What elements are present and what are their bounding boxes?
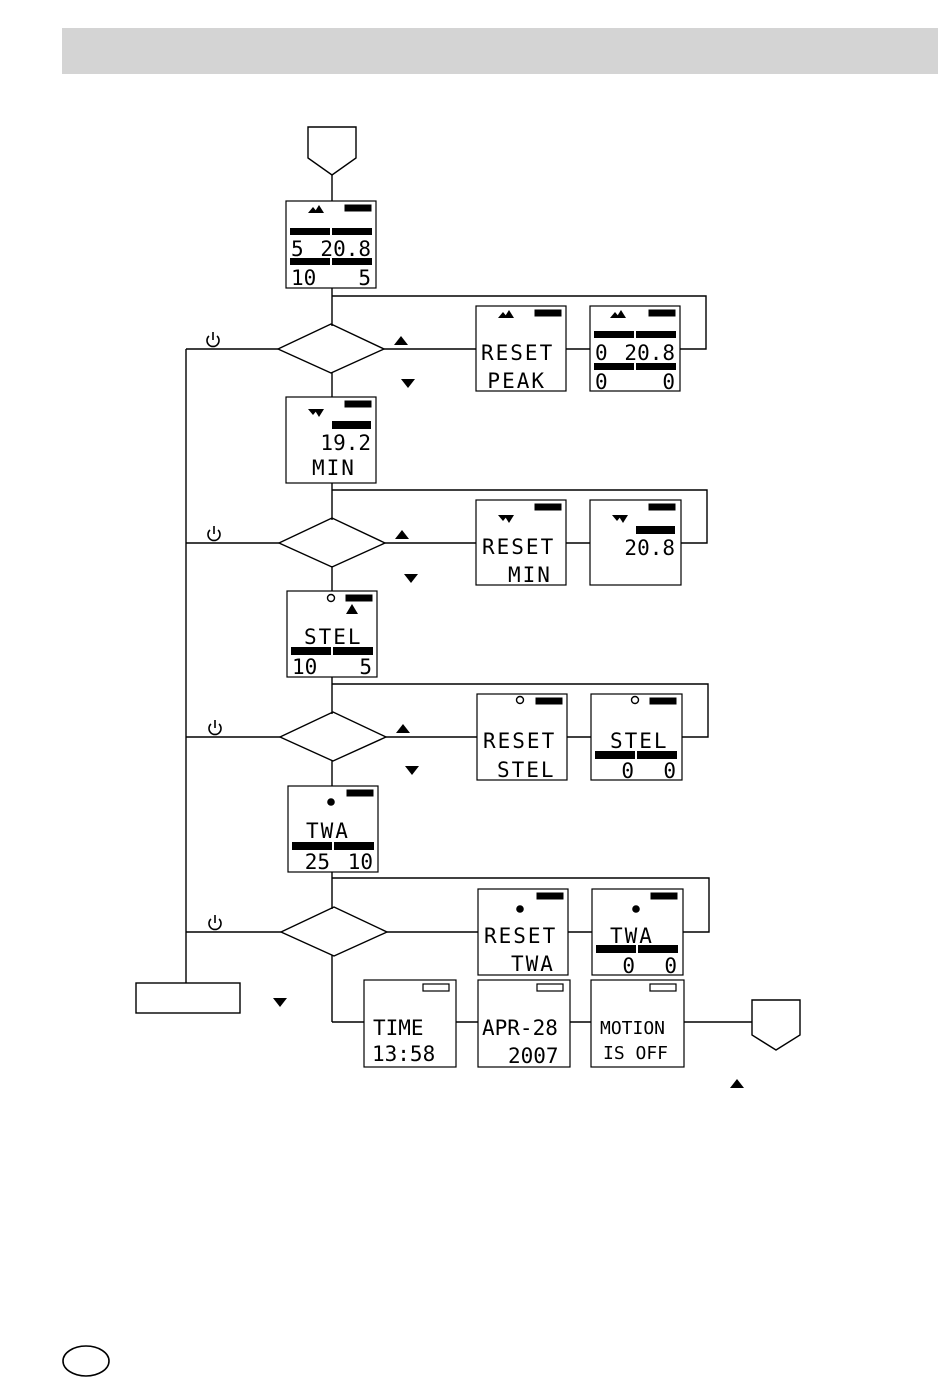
lcd-value: 10 [348, 850, 373, 874]
decision-diamond-2 [279, 518, 385, 567]
lcd-label: RESET [484, 924, 557, 948]
lcd-label: STEL [497, 758, 556, 782]
lcd-value: 0 [622, 954, 635, 978]
lcd-label: RESET [483, 729, 556, 753]
lcd-label: PEAK [487, 369, 546, 393]
lcd-value: 10 [291, 266, 316, 290]
lcd-label: RESET [482, 535, 555, 559]
lcd-value: 2007 [508, 1044, 559, 1068]
lcd-value: 0 [663, 759, 676, 783]
decision-diamond-3 [280, 712, 386, 761]
power-icon [207, 332, 221, 929]
lcd-label: MOTION [600, 1018, 665, 1039]
lcd-value: 0 [595, 341, 608, 365]
lcd-value: 5 [291, 237, 304, 261]
lcd-value: 20.8 [624, 341, 675, 365]
exit-connector [752, 1000, 800, 1050]
lcd-label: IS OFF [603, 1043, 668, 1064]
lcd-value: 0 [662, 370, 675, 394]
entry-connector [308, 127, 356, 175]
lcd-value: 0 [621, 759, 634, 783]
lcd-label: APR-28 [482, 1016, 558, 1040]
lcd-label: TWA [511, 952, 555, 976]
lcd-label: MIN [312, 456, 356, 480]
lcd-value: 13:58 [372, 1042, 435, 1066]
lcd-value: 25 [305, 850, 330, 874]
lcd-label: STEL [610, 729, 669, 753]
lcd-value: 0 [595, 370, 608, 394]
lcd-label: MIN [508, 563, 552, 587]
decision-diamond-4 [281, 907, 387, 956]
lcd-value: 20.8 [624, 536, 675, 560]
lcd-label: TWA [306, 819, 350, 843]
lcd-value: 5 [358, 266, 371, 290]
lcd-label: TIME [373, 1016, 424, 1040]
power-off-box [136, 983, 240, 1013]
triangle-up-icon [394, 336, 744, 1088]
page-badge [63, 1346, 109, 1376]
lcd-value: 5 [359, 655, 372, 679]
decision-diamond-1 [278, 324, 384, 373]
lcd-value: 0 [664, 954, 677, 978]
lcd-label: TWA [610, 924, 654, 948]
lcd-label: RESET [481, 341, 554, 365]
lcd-label: STEL [304, 625, 363, 649]
lcd-value: 19.2 [320, 431, 371, 455]
lcd-value: 10 [292, 655, 317, 679]
lcd-value: 20.8 [320, 237, 371, 261]
